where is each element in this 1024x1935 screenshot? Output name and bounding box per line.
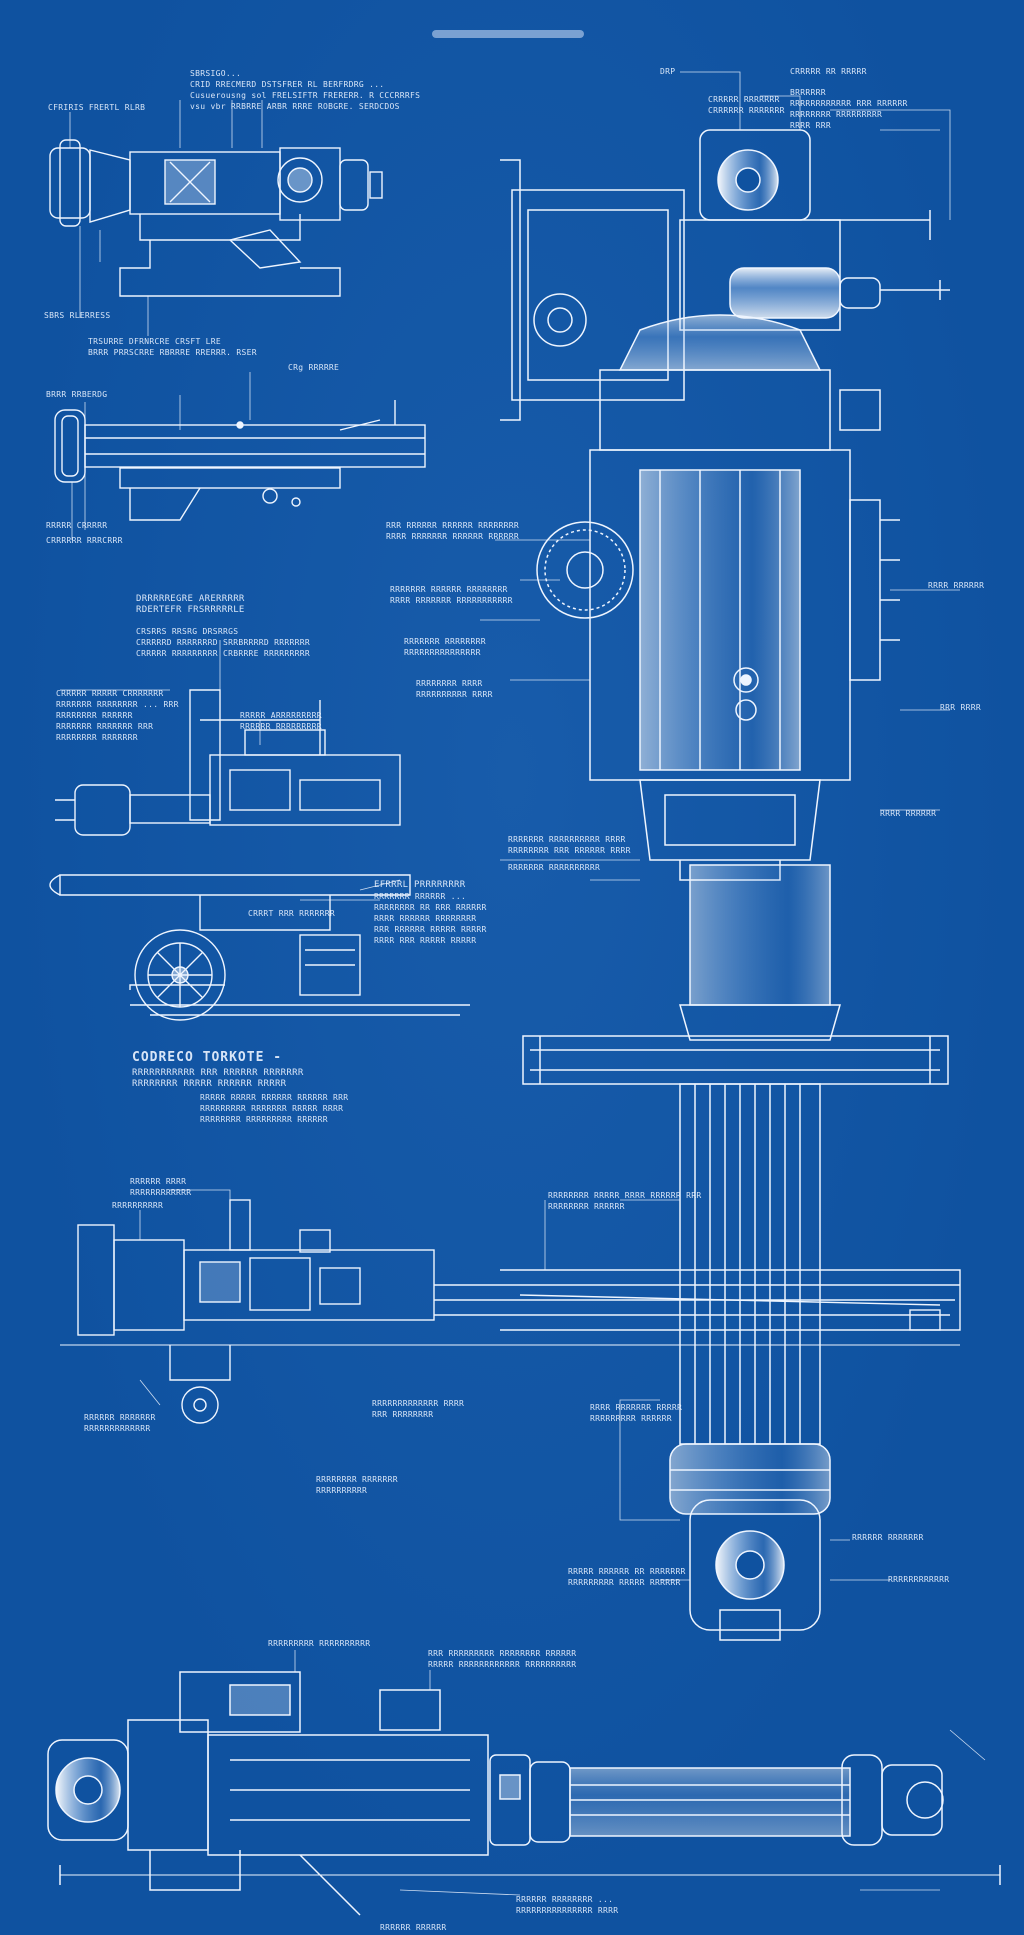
main-left-note-4: RRRRRRRR RRRR RRRRRRRRRR RRRR: [416, 679, 493, 699]
main-foot-right-1: RRRRRR RRRRRRR: [852, 1533, 924, 1542]
view3-sub: CRSRRS RRSRG DRSRRGS CRRRRRD RRRRRRRD SR…: [136, 627, 310, 658]
view-4-assembly: [60, 1199, 961, 1424]
main-top-sub: CRRRRR RRRRRRR CRRRRRR RRRRRRR: [708, 95, 785, 115]
view3-base-label: CRRRT RRR RRRRRRR: [248, 909, 335, 918]
view1-note: SBRSIGO... CRID RRECMERD DSTSFRER RL BER…: [190, 69, 421, 111]
main-right-label-2: RRR RRRR: [940, 703, 981, 712]
section-title: CODRECO TORKOTE -: [132, 1050, 283, 1065]
view2-bottom: RRRRR CRRRRR CRRRRRR RRRCRRR: [46, 521, 123, 545]
bottom-foot-note-2: RRRRRR RRRRRR: [380, 1923, 447, 1932]
main-left-note-1: RRR RRRRRR RRRRRR RRRRRRRR RRRR RRRRRRR …: [386, 521, 520, 541]
main-right-label-1: RRRR RRRRRR: [928, 581, 985, 590]
view1-tag: CFRIRIS FRERTL RLRB: [48, 103, 146, 112]
view1-bottom: TRSURRE DFRNRCRE CRSFT LRE BRRR PRRSCRRE…: [88, 337, 257, 357]
view4-tag: RRRRRRRRRR: [112, 1201, 164, 1210]
main-mid-note: RRRRRRR RRRRRRRRRR RRRR RRRRRRRR RRR RRR…: [508, 835, 631, 872]
main-left-note-2: RRRRRRR RRRRRR RRRRRRRR RRRR RRRRRRR RRR…: [390, 585, 513, 605]
view-3-carriage: [49, 689, 470, 1021]
title-block: [432, 30, 584, 38]
main-foot-right-2: RRRRRRRRRRRR: [888, 1575, 950, 1584]
view3-heading: DRRRRREGRE ARERRRRR RDERTEFR FRSRRRRRLE: [136, 594, 245, 615]
view2-left-label: BRRR RRBERDG: [46, 390, 108, 399]
main-top-label: DRP: [660, 67, 676, 76]
view1-left-label: SBRS RLERRESS: [44, 311, 111, 320]
view3-mid-notes: RRRRR ARRRRRRRRR RRRRRR RRRRRRRRR: [240, 711, 322, 731]
section-subtitle: RRRRRRRRRRR RRR RRRRRR RRRRRRR RRRRRRRR …: [132, 1068, 304, 1089]
main-assembly: [500, 129, 950, 1641]
view3-left-notes: CRRRRR RRRRR CRRRRRRR RRRRRRR RRRRRRRR .…: [56, 689, 179, 742]
view-2-barrel: [54, 400, 426, 521]
bottom-top-label-2: RRR RRRRRRRRR RRRRRRRR RRRRRR RRRRR RRRR…: [428, 1649, 577, 1669]
bottom-foot-note: RRRRRR RRRRRRRR ... RRRRRRRRRRRRRRR RRRR: [516, 1895, 619, 1915]
bottom-assembly: [47, 1671, 1001, 1916]
main-leaders: [480, 71, 960, 1581]
view4-top-label: RRRRRR RRRR RRRRRRRRRRRR: [130, 1177, 192, 1197]
main-right-label-3: RRRR RRRRRR: [880, 809, 937, 818]
view-1-leaders: [69, 100, 263, 336]
view-1-assembly: [49, 139, 383, 297]
view2-tag: CRg RRRRRE: [288, 363, 340, 372]
bottom-top-label-1: RRRRRRRRR RRRRRRRRRR: [268, 1639, 371, 1648]
section-notes: RRRRR RRRRR RRRRRR RRRRRR RRR RRRRRRRRR …: [200, 1093, 349, 1124]
view4-bottom-mid: RRRRRRRRRRRRR RRRR RRR RRRRRRRR: [372, 1399, 465, 1419]
view3-right-notes: EFRRRL PRRRRRRRR RRRRRRR RRRRRR ... RRRR…: [374, 880, 487, 945]
main-lower-note: RRRR RRRRRRR RRRRR RRRRRRRRR RRRRRR: [590, 1403, 683, 1423]
main-left-note-3: RRRRRRR RRRRRRRR RRRRRRRRRRRRRRR: [404, 637, 486, 657]
view4-bottom-mid2: RRRRRRRR RRRRRRR RRRRRRRRRR: [316, 1475, 398, 1495]
view4-callout: RRRRRRRR RRRRR RRRR RRRRRR RRR RRRRRRRR …: [548, 1191, 702, 1211]
view4-bottom-left: RRRRRR RRRRRRR RRRRRRRRRRRRR: [84, 1413, 156, 1433]
main-top-right: CRRRRR RR RRRRR BRRRRRR RRRRRRRRRRRR RRR…: [790, 67, 908, 130]
main-foot-left: RRRRR RRRRRR RR RRRRRRR RRRRRRRRR RRRRR …: [568, 1567, 686, 1587]
